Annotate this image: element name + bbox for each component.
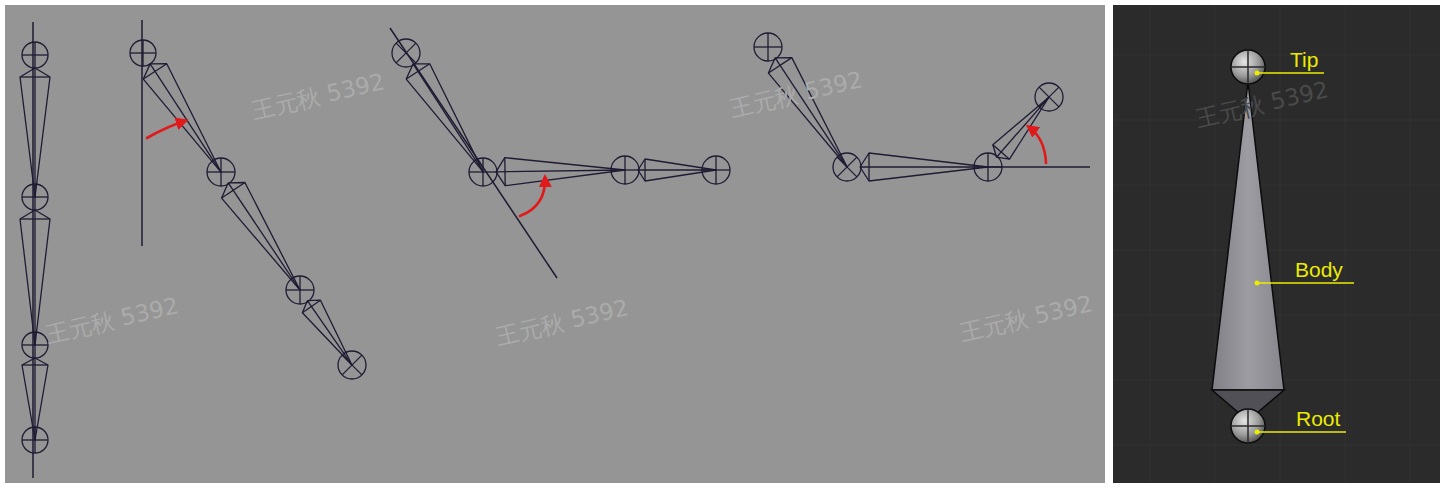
- bone-part-label: Body: [1295, 259, 1343, 280]
- bone: [401, 56, 495, 179]
- bone: [860, 153, 988, 181]
- tip-sphere: [1231, 50, 1265, 84]
- watermark: 王元秋 5392: [43, 290, 181, 351]
- watermark: 王元秋 5392: [1193, 74, 1331, 135]
- dark-panel: [1113, 5, 1440, 483]
- bone-part-label: Root: [1296, 408, 1340, 429]
- bone: [298, 294, 360, 371]
- watermark: 王元秋 5392: [493, 292, 631, 353]
- bone-part-label: Tip: [1290, 49, 1318, 70]
- watermark: 王元秋 5392: [957, 288, 1095, 349]
- root-sphere: [1231, 409, 1265, 443]
- grey-panel: [5, 5, 1105, 483]
- leader-line: [1255, 71, 1355, 435]
- watermark: 王元秋 5392: [727, 64, 865, 125]
- bone: [217, 175, 312, 298]
- bone: [988, 90, 1057, 165]
- bone-chain: [20, 50, 1057, 440]
- bone: [138, 56, 232, 179]
- bone-joint: [22, 33, 1069, 453]
- watermark: 王元秋 5392: [249, 66, 387, 127]
- rotation-arrow: [147, 121, 1046, 216]
- bone: [496, 156, 625, 186]
- reference-line: [33, 20, 1090, 478]
- bone: [20, 68, 50, 197]
- viewport-grid: [1113, 5, 1440, 483]
